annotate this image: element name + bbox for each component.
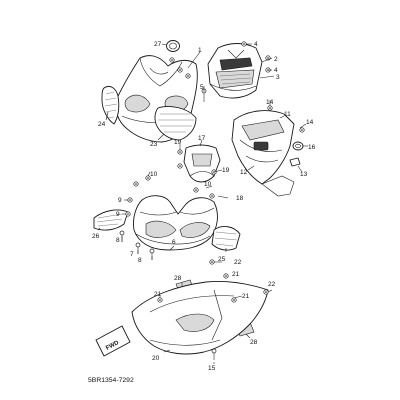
screw-icon	[263, 289, 269, 295]
screw-icon	[223, 273, 229, 279]
screw-icon	[177, 67, 183, 73]
callout-24: 24	[98, 121, 106, 128]
screw-icon	[185, 73, 191, 79]
callout-7: 7	[130, 251, 134, 258]
part-2-headlight-bracket	[207, 43, 263, 99]
callout-28: 28	[250, 339, 258, 346]
callout-18: 18	[236, 195, 244, 202]
bolt-icon	[211, 348, 217, 360]
part-27-cap	[166, 40, 180, 52]
callout-19: 19	[174, 139, 182, 146]
callout-6: 6	[172, 239, 176, 246]
callout-14: 14	[306, 119, 314, 126]
callout-9: 9	[116, 211, 120, 218]
callout-28: 28	[174, 275, 182, 282]
callout-8: 8	[138, 257, 142, 264]
callout-19: 19	[222, 167, 230, 174]
callout-25: 25	[218, 256, 226, 263]
screw-icon	[267, 105, 273, 111]
screw-icon	[125, 211, 131, 217]
callout-14: 14	[266, 99, 274, 106]
screw-icon	[127, 197, 133, 203]
callout-10: 10	[204, 181, 212, 188]
fwd-direction-arrow: FWD	[95, 325, 131, 357]
callout-1: 1	[198, 47, 202, 54]
screw-icon	[177, 163, 183, 169]
callout-labels: 27 1 4 2 4 3 5 24 23 14 11 14 16 19 17 1…	[92, 41, 316, 372]
callout-12: 12	[240, 169, 248, 176]
callout-22: 22	[268, 281, 276, 288]
screw-icon	[157, 297, 163, 303]
callout-10: 10	[150, 171, 158, 178]
callout-26: 26	[92, 233, 100, 240]
callout-13: 13	[300, 171, 308, 178]
callout-15: 15	[208, 365, 216, 372]
screw-icon	[169, 57, 175, 63]
leader-lines	[97, 43, 308, 364]
callout-9: 9	[118, 197, 122, 204]
callout-21: 21	[242, 293, 250, 300]
screw-icon	[231, 297, 237, 303]
screw-icon	[241, 41, 247, 47]
callout-21: 21	[154, 291, 162, 298]
callout-5: 5	[200, 84, 204, 91]
part-11-inner-stay	[231, 110, 295, 197]
callout-4: 4	[274, 67, 278, 74]
callout-8: 8	[116, 237, 120, 244]
callout-16: 16	[308, 144, 316, 151]
part-17-center-cover	[183, 144, 221, 183]
screw-icon	[133, 181, 139, 187]
callout-21: 21	[232, 271, 240, 278]
callout-11: 11	[284, 111, 291, 118]
callout-17: 17	[198, 135, 206, 142]
callout-22: 22	[234, 259, 242, 266]
diagram-code: 5BR1354-7292	[88, 377, 134, 384]
screw-icon	[193, 187, 199, 193]
part-13-clip	[289, 157, 301, 167]
screw-icon	[177, 149, 183, 155]
screw-icon	[209, 259, 215, 265]
part-24-side-decal	[101, 85, 120, 125]
callout-23: 23	[150, 141, 158, 148]
callout-27: 27	[154, 41, 162, 48]
part-25-lower-decal-right	[211, 226, 241, 251]
callout-4: 4	[254, 41, 258, 48]
callout-2: 2	[274, 56, 278, 63]
part-16-grommet	[292, 141, 304, 151]
part-23-inner-panel	[154, 106, 197, 141]
screw-icon	[209, 193, 215, 199]
callout-20: 20	[152, 355, 160, 362]
screw-icon	[299, 127, 305, 133]
part-26-lower-decal-left	[93, 209, 129, 231]
part-6-inner-cowling	[133, 195, 218, 251]
callout-3: 3	[276, 74, 280, 81]
